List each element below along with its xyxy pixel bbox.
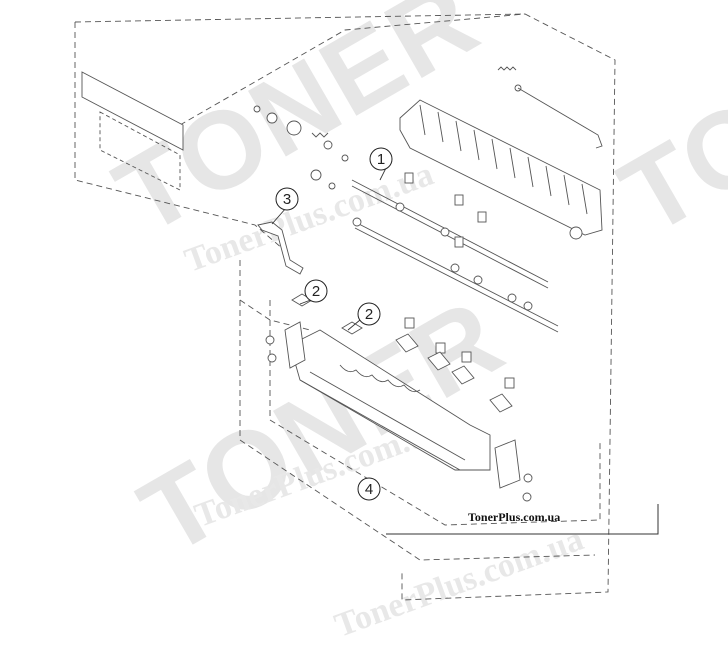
callout-3-label: 3 [283, 191, 291, 208]
arm-bracket [257, 221, 304, 275]
side-bracket-right [494, 439, 521, 489]
link-rod [517, 87, 603, 149]
callout-1-label: 1 [377, 151, 385, 168]
lower-dashed-outline-2 [239, 290, 596, 561]
caption-frame [386, 504, 659, 535]
callout-2a: 2 [304, 279, 328, 303]
bracket-b [341, 321, 363, 335]
lower-dashed-outline [269, 300, 601, 526]
callout-2a-label: 2 [312, 283, 320, 300]
label-plate [81, 71, 184, 151]
parts-diagram: TONER TONER TONER TonerPlus.com.ua Toner… [74, 0, 728, 645]
gear [286, 120, 302, 136]
roller-shaft-1 [351, 179, 549, 283]
callout-1: 1 [369, 147, 393, 171]
lower-guide-frame [289, 329, 491, 471]
outer-dashed-outline [74, 13, 616, 601]
upper-guide-frame [399, 99, 603, 236]
inner-dashed-outline-2 [239, 260, 311, 331]
roller-shaft-2 [354, 221, 559, 327]
callout-2b-label: 2 [365, 306, 373, 323]
bushing [266, 112, 278, 124]
outer-dashed-outline-left [74, 22, 291, 256]
inner-dashed-outline [179, 13, 526, 126]
exploded-view-drawing: 1 2 3 2 4 [74, 13, 659, 601]
label-plate-dash [99, 111, 181, 191]
callout-4: 4 [357, 477, 381, 501]
site-caption: TonerPlus.com.ua [468, 510, 561, 524]
side-bracket-left [284, 321, 306, 369]
e-ring [253, 105, 261, 113]
spring [497, 66, 517, 71]
callout-3: 3 [275, 187, 299, 211]
spring-small [311, 132, 329, 138]
callout-2b: 2 [357, 302, 381, 326]
callout-4-label: 4 [365, 481, 373, 498]
